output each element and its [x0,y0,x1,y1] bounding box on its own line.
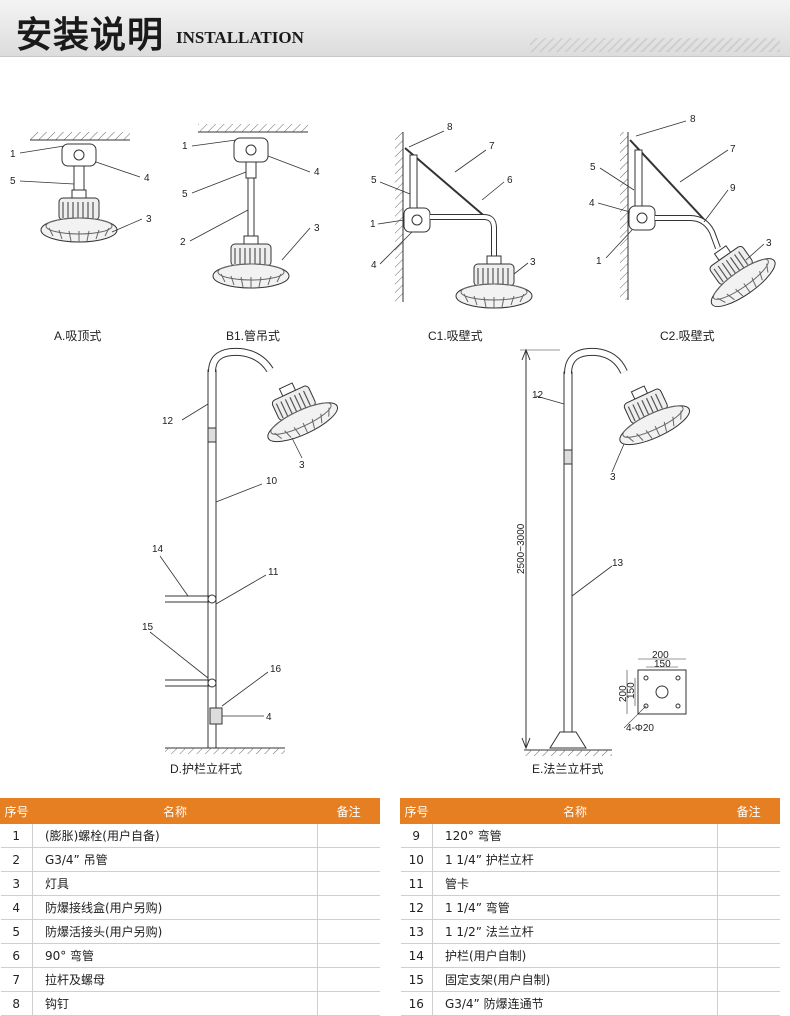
label-c2-9: 9 [730,183,736,194]
label-c1-1: 1 [370,219,376,230]
label-d-12: 12 [162,416,174,427]
caption-c2: C2.吸壁式 [660,328,715,343]
label-e-12: 12 [532,390,544,401]
label-d-3: 3 [299,460,305,471]
label-c1-7: 7 [489,141,495,152]
label-c2-4: 4 [589,198,595,209]
flange-holes: 4-Φ20 [626,723,654,734]
label-e-3: 3 [610,472,616,483]
diagram-a: 1 5 4 3 A.吸顶式 [10,132,152,343]
label-d-10: 10 [266,476,278,487]
label-b1-3: 3 [314,223,320,234]
label-c2-8: 8 [690,114,696,125]
diagram-c1: 8 7 5 6 1 4 3 C1.吸壁式 [370,122,536,343]
label-a-5: 5 [10,176,16,187]
header-decoration [530,38,780,52]
label-c2-3: 3 [766,238,772,249]
label-c1-4: 4 [371,260,377,271]
diagram-d: 12 3 10 14 11 15 16 4 D.护栏立杆式 [142,347,343,776]
caption-c1: C1.吸壁式 [428,328,483,343]
flange-width: 200 [652,650,669,661]
page-subtitle: INSTALLATION [176,28,304,47]
label-c1-3: 3 [530,257,536,268]
col-header-name: 名称 [431,798,719,824]
label-c2-7: 7 [730,144,736,155]
label-b1-2: 2 [180,237,186,248]
diagram-e: 2500~3000 12 3 13 E.法兰立杆式 [516,347,695,776]
label-a-3: 3 [146,214,152,225]
table-row: 1(膨胀)螺栓(用户自备) [0,823,380,848]
label-d-4: 4 [266,712,272,723]
caption-d: D.护栏立杆式 [170,761,242,776]
label-c1-6: 6 [507,175,513,186]
label-c2-5: 5 [590,162,596,173]
label-e-13: 13 [612,558,624,569]
flange-width-inner: 150 [654,659,671,670]
diagram-b1: 1 5 4 2 3 B1.管吊式 [180,124,320,343]
col-header-no: 序号 [0,798,33,824]
height-dimension: 2500~3000 [516,523,527,574]
label-d-14: 14 [152,544,164,555]
label-d-15: 15 [142,622,154,633]
page-title: 安装说明 [16,14,165,56]
caption-b1: B1.管吊式 [226,328,280,343]
diagram-c2: 8 7 5 9 4 1 3 C2.吸壁式 [589,114,782,343]
caption-e: E.法兰立杆式 [532,761,603,776]
page-header: 安装说明 INSTALLATION [0,0,790,57]
label-b1-5: 5 [182,189,188,200]
label-c1-5: 5 [371,175,377,186]
flange-height: 200 [618,685,629,702]
label-d-16: 16 [270,664,282,675]
label-c1-8: 8 [447,122,453,133]
label-c2-1: 1 [596,256,602,267]
label-b1-4: 4 [314,167,320,178]
caption-a: A.吸顶式 [54,329,101,343]
col-header-no: 序号 [400,798,433,824]
col-header-note: 备注 [717,798,780,824]
label-d-11: 11 [268,567,279,578]
col-header-note: 备注 [317,798,380,824]
flange-detail: 200 150 200 150 4-Φ20 [618,650,687,734]
label-a-1: 1 [10,149,16,160]
label-b1-1: 1 [182,141,188,152]
installation-diagrams: 1 5 4 3 A.吸顶式 1 5 4 2 3 B1.管吊式 [10,114,782,776]
label-a-4: 4 [144,173,150,184]
col-header-name: 名称 [31,798,319,824]
flange-height-inner: 150 [626,682,637,699]
